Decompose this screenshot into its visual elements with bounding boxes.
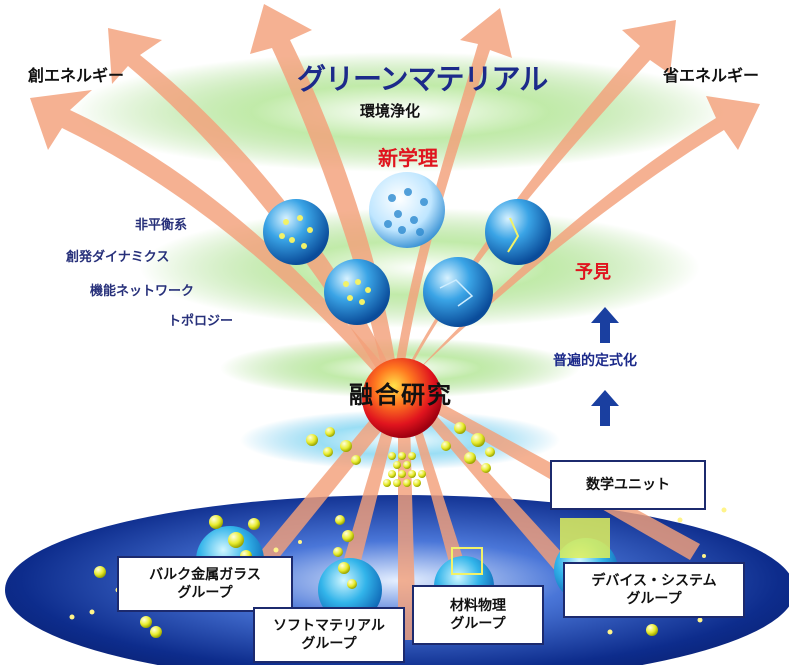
concept-nonequilibrium: 非平衡系 <box>135 218 188 233</box>
box-label: デバイス・システム <box>591 573 717 589</box>
label-environment: 環境浄化 <box>360 102 421 120</box>
base-molecules <box>94 515 658 638</box>
particle-cluster <box>306 422 495 487</box>
sphere-lattice <box>324 259 390 325</box>
concept-emergent-dynamics: 創発ダイナミクス <box>66 250 170 265</box>
label-new-theory: 新学理 <box>378 146 438 170</box>
box-label: グループ <box>177 585 233 601</box>
sphere-network <box>485 199 551 265</box>
box-math-unit: 数学ユニット <box>550 460 706 510</box>
cube-lattice <box>451 518 610 575</box>
box-soft-material: ソフトマテリアル グループ <box>253 607 405 663</box>
box-label: ソフトマテリアル <box>273 618 385 634</box>
box-device-system: デバイス・システム グループ <box>563 562 745 618</box>
diagram-title: グリーンマテリアル <box>297 62 548 96</box>
box-label: グループ <box>450 616 506 632</box>
box-label: グループ <box>626 591 682 607</box>
box-label: 材料物理 <box>450 598 506 614</box>
label-fusion-research: 融合研究 <box>349 381 453 409</box>
label-energy-saving: 省エネルギー <box>663 66 760 85</box>
fusion-sphere <box>362 358 442 438</box>
box-bulk-metallic-glass: バルク金属ガラス グループ <box>117 556 293 612</box>
sphere-disordered <box>263 199 329 265</box>
sphere-crystal <box>369 172 445 248</box>
concept-topology: トポロジー <box>168 314 234 329</box>
flow-arrows <box>30 4 760 644</box>
structure-spheres <box>263 172 551 327</box>
label-formulation: 普遍的定式化 <box>553 353 637 369</box>
up-arrow-icon <box>591 307 619 343</box>
box-label: バルク金属ガラス <box>149 567 261 583</box>
label-foresight: 予見 <box>575 262 611 283</box>
up-arrow-icon <box>591 390 619 426</box>
box-label: 数学ユニット <box>586 477 670 493</box>
label-energy-creation: 創エネルギー <box>28 66 125 85</box>
box-label: グループ <box>301 636 357 652</box>
sphere-circuit <box>423 257 493 327</box>
box-materials-physics: 材料物理 グループ <box>412 585 544 645</box>
concept-functional-network: 機能ネットワーク <box>90 284 195 299</box>
